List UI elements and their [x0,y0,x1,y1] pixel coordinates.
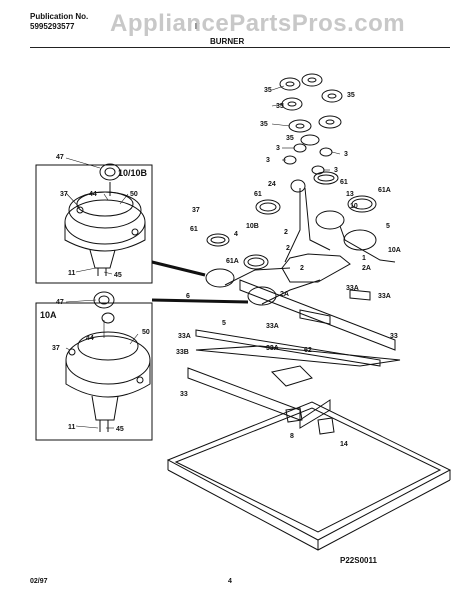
callout-44: 44 [86,335,94,342]
callout-33a: 33A [346,285,359,292]
callout-5: 5 [222,320,226,327]
callout-37: 37 [60,191,68,198]
callout-2: 2 [286,245,290,252]
diagram-code: P22S0011 [340,556,377,565]
callout-14: 14 [340,441,348,448]
callout-11: 11 [68,270,76,277]
inset-box-top [35,164,153,284]
callout-2: 2 [284,229,288,236]
callout-47: 47 [56,154,64,161]
callout-8: 8 [290,433,294,440]
callout-10a: 10A [388,247,401,254]
callout-61a: 61A [378,187,391,194]
callout-10b: 10B [246,223,259,230]
callout-33a: 33A [378,293,391,300]
callout-10: 10 [350,203,358,210]
callout-2: 2 [300,265,304,272]
callout-4: 4 [234,231,238,238]
callout-35: 35 [347,92,355,99]
cooktop-pan [166,401,452,551]
callout-labels: 47 37 44 50 11 45 10/10B 47 10A 37 44 50… [40,87,401,448]
callout-3: 3 [276,145,280,152]
burner-rings [206,171,377,270]
callout-37: 37 [52,345,60,352]
callout-35: 35 [286,135,294,142]
callout-45: 45 [116,426,124,433]
callout-3: 3 [266,157,270,164]
callout-11: 11 [68,424,76,431]
callout-13: 13 [346,191,354,198]
callout-33a: 33A [178,333,191,340]
callout-2a: 2A [280,291,289,298]
callout-61: 61 [254,191,262,198]
callout-35: 35 [264,87,272,94]
callout-35: 35 [260,121,268,128]
inset-bottom-title: 10A [40,310,57,320]
callout-47: 47 [56,299,64,306]
callout-50: 50 [142,329,150,336]
watermark: AppliancePartsPros.com [110,10,406,37]
callout-61a: 61A [226,258,239,265]
manifold-tubes [224,187,396,305]
inset-top-burner-drawing [64,163,146,276]
callout-33a: 33A [266,345,279,352]
publication-label: Publication No. [30,12,89,21]
callout-44: 44 [89,191,97,198]
model-partial: F [195,22,200,31]
section-title: BURNER [210,37,245,46]
publication-number: 5995293577 [30,22,75,31]
burner-caps [279,73,343,146]
callout-33: 33 [390,333,398,340]
callout-61: 61 [190,226,198,233]
callout-50: 50 [130,191,138,198]
header-divider [30,47,450,48]
burner-bases [283,143,333,175]
inset-top-title: 10/10B [118,168,148,178]
callout-62: 62 [304,347,312,354]
callout-33: 33 [180,391,188,398]
small-components [270,365,335,435]
callout-3: 3 [344,151,348,158]
page-number: 4 [228,578,232,585]
callout-35: 35 [276,103,284,110]
callout-3: 3 [334,167,338,174]
callout-45: 45 [114,272,122,279]
callout-1: 1 [362,255,366,262]
callout-2a: 2A [362,265,371,272]
callout-24: 24 [268,181,276,188]
inset-bottom-burner-drawing [65,291,151,432]
footer-date: 02/97 [30,578,48,585]
callout-61: 61 [340,179,348,186]
burner-heads [205,179,377,306]
callout-5: 5 [386,223,390,230]
callout-33b: 33B [176,349,189,356]
inset-box-bottom [35,302,153,441]
callout-33a: 33A [266,323,279,330]
callout-6: 6 [186,293,190,300]
callout-37: 37 [192,207,200,214]
